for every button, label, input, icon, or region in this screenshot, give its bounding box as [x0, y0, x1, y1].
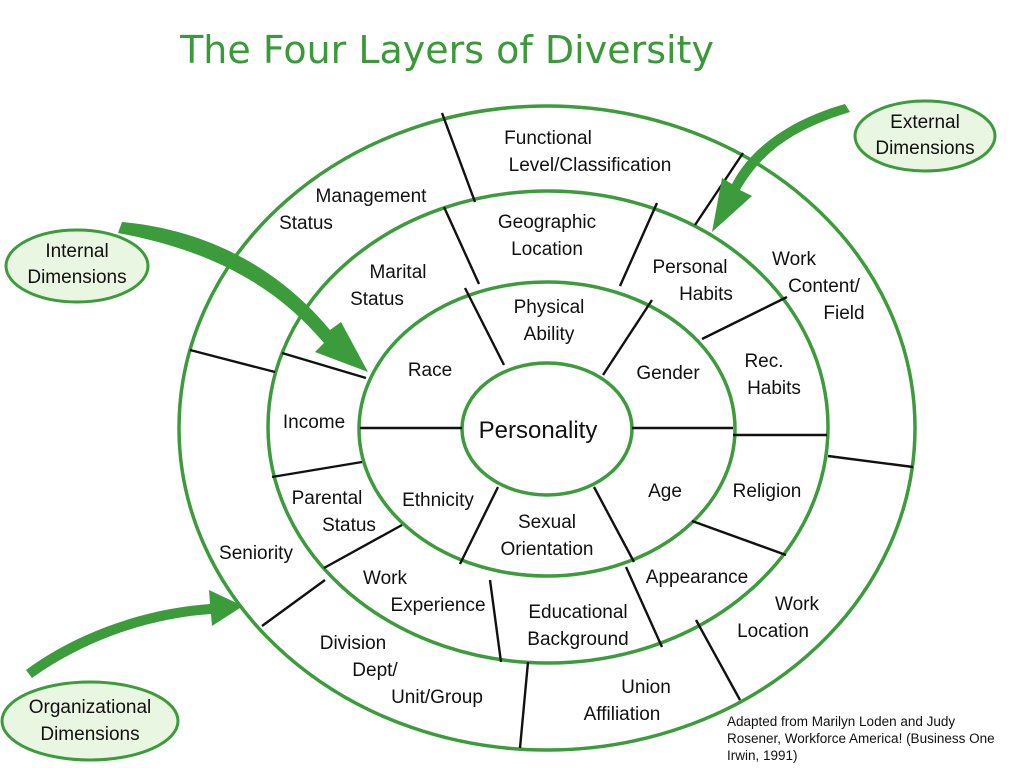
- external-label-religion: Religion: [733, 481, 802, 502]
- organizational-dimensions-bubble: [0, 680, 180, 762]
- internal-label-gender: Gender: [636, 363, 700, 384]
- external-label-income: Income: [283, 412, 345, 433]
- core-personality-label: Personality: [479, 417, 598, 444]
- internal-label-ethnicity: Ethnicity: [402, 490, 474, 511]
- external-arrow-icon: [712, 104, 850, 232]
- internal-dividers: [360, 287, 733, 565]
- organizational-dividers: [189, 112, 914, 749]
- external-dividers: [271, 202, 827, 663]
- page-title: The Four Layers of Diversity: [179, 28, 714, 72]
- external-ring: [266, 189, 830, 665]
- external-dimensions-bubble: [853, 99, 997, 173]
- internal-ring: [357, 280, 737, 578]
- internal-label-race: Race: [408, 360, 452, 381]
- internal-dimensions-bubble: [4, 228, 150, 304]
- internal-label-age: Age: [648, 481, 682, 502]
- external-label-rec-habits: Rec.Habits: [744, 351, 800, 399]
- organizational-arrow-icon: [26, 590, 243, 678]
- organizational-ring: [177, 104, 917, 752]
- external-label-appearance: Appearance: [646, 567, 748, 588]
- org-label-seniority: Seniority: [219, 543, 293, 564]
- internal-arrow-icon: [118, 222, 368, 372]
